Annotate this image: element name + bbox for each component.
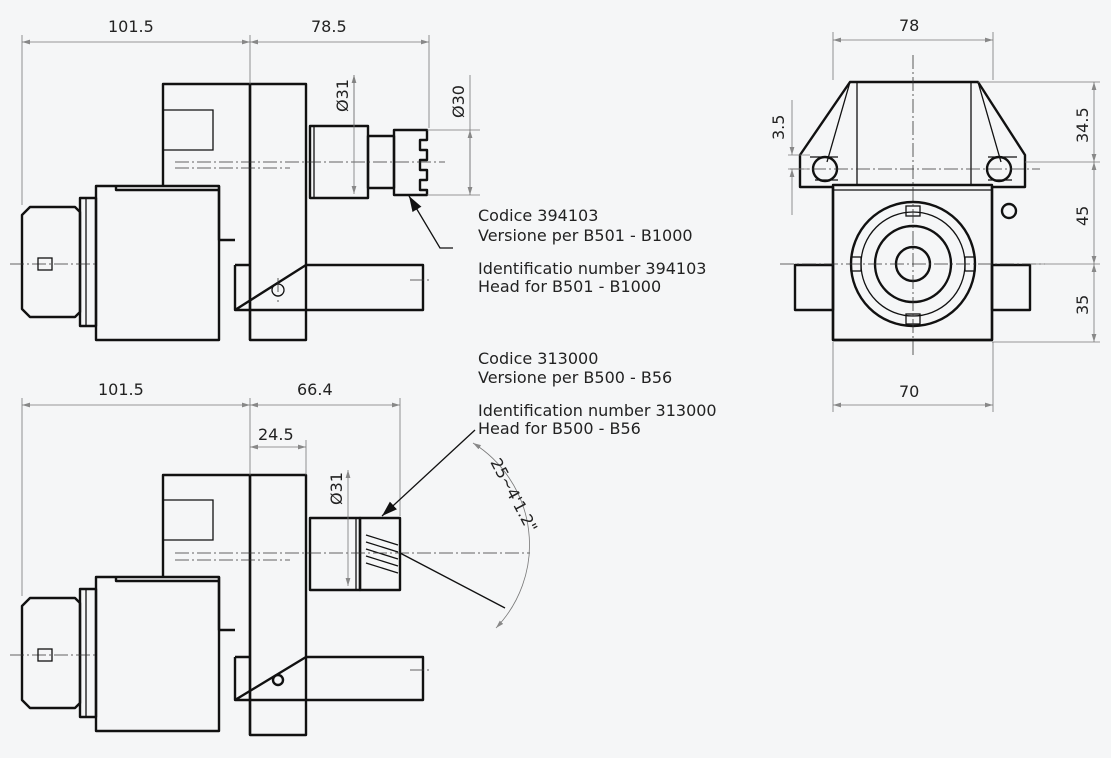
dim-front-45: 45 bbox=[1073, 206, 1092, 226]
front-dimensions bbox=[788, 32, 1100, 412]
front-view bbox=[780, 55, 1045, 355]
dim-front-3-5: 3.5 bbox=[769, 115, 788, 140]
dim-bottom-d31: Ø31 bbox=[327, 472, 346, 505]
dim-bottom-24-5: 24.5 bbox=[258, 425, 294, 444]
bottom-head-view bbox=[10, 473, 530, 737]
note2-line4: Head for B500 - B56 bbox=[478, 419, 641, 438]
note2-line3: Identification number 313000 bbox=[478, 401, 717, 420]
note1-line2: Versione per B501 - B1000 bbox=[478, 226, 693, 245]
leader-arrow-2 bbox=[381, 429, 476, 517]
dim-front-35: 35 bbox=[1073, 295, 1092, 315]
note1-line3: Identificatio number 394103 bbox=[478, 259, 706, 278]
dim-front-70: 70 bbox=[899, 382, 919, 401]
dim-angle: 25~4'1.2" bbox=[486, 455, 541, 536]
dim-front-34-5: 34.5 bbox=[1073, 107, 1092, 143]
bottom-dimensions bbox=[21, 398, 530, 629]
note2-line1: Codice 313000 bbox=[478, 349, 598, 368]
dim-top-101-5: 101.5 bbox=[108, 17, 154, 36]
dim-top-78-5: 78.5 bbox=[311, 17, 347, 36]
note2-line2: Versione per B500 - B56 bbox=[478, 368, 672, 387]
dim-bottom-66-4: 66.4 bbox=[297, 380, 333, 399]
dim-front-78: 78 bbox=[899, 16, 919, 35]
dim-bottom-101-5: 101.5 bbox=[98, 380, 144, 399]
note1-line1: Codice 394103 bbox=[478, 206, 598, 225]
leader-arrow-1 bbox=[408, 195, 453, 249]
note1-line4: Head for B501 - B1000 bbox=[478, 277, 661, 296]
top-dimensions bbox=[21, 35, 480, 205]
top-head-view bbox=[10, 82, 445, 342]
dim-top-d30: Ø30 bbox=[449, 85, 468, 118]
dim-top-d31: Ø31 bbox=[333, 79, 352, 112]
